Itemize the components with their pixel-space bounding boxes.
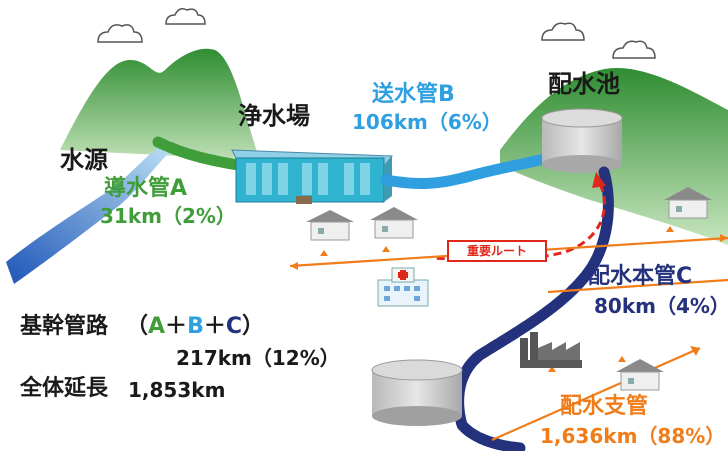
formula-c: C (225, 314, 243, 339)
distribution-main-c (453, 166, 614, 451)
source-label: 水源 (60, 146, 108, 174)
transmission-pipe-label: 送水管B (372, 82, 455, 107)
house-icon (616, 359, 664, 391)
house-icon (306, 210, 354, 241)
factory-icon (520, 332, 582, 368)
treatment-plant-label: 浄水場 (238, 102, 310, 130)
distribution-main-length: 80km（4%） (594, 294, 728, 318)
formula-a: A (148, 314, 166, 339)
river (6, 140, 176, 284)
intake-pipe-label: 導水管A (104, 176, 188, 201)
formula-b: B (187, 314, 204, 339)
total-length-value: 1,853km (128, 378, 226, 402)
important-route-label: 重要ルート (447, 240, 547, 262)
treatment-plant (231, 149, 394, 204)
trunk-formula: （A＋B＋C） (126, 316, 264, 338)
house-icon (370, 207, 418, 239)
reservoir-label: 配水池 (548, 70, 620, 98)
reservoir-tank-top (541, 108, 623, 173)
transmission-pipe-b (380, 152, 554, 189)
route-arrow-icon (592, 172, 606, 188)
house-icon (664, 187, 712, 219)
distribution-main-label: 配水本管C (588, 264, 693, 289)
cloud-icon (165, 8, 206, 25)
mountain-left (60, 48, 260, 160)
intake-pipe-a (152, 136, 244, 171)
transmission-pipe-length: 106km（6%） (352, 110, 502, 134)
formula-plus-1: ＋ (165, 314, 188, 339)
total-length-label: 全体延長 (20, 376, 109, 401)
reservoir-tank-bottom (371, 359, 463, 426)
trunk-pipeline-label: 基幹管路 (20, 314, 109, 339)
distribution-branch-label: 配水支管 (560, 394, 649, 419)
formula-plus-2: ＋ (203, 314, 226, 339)
trunk-pipeline-value: 217km（12%） (176, 346, 340, 370)
branch-arrow-icons (290, 226, 728, 372)
cloud-icon (612, 40, 656, 59)
cloud-icon (541, 22, 585, 41)
distribution-branch-length: 1,636km（88%） (540, 424, 726, 448)
hospital-icon (377, 267, 429, 307)
formula-open: （ (126, 314, 149, 339)
intake-pipe-length: 31km（2%） (100, 204, 236, 228)
formula-close: ） (242, 314, 265, 339)
cloud-icon (97, 24, 143, 43)
